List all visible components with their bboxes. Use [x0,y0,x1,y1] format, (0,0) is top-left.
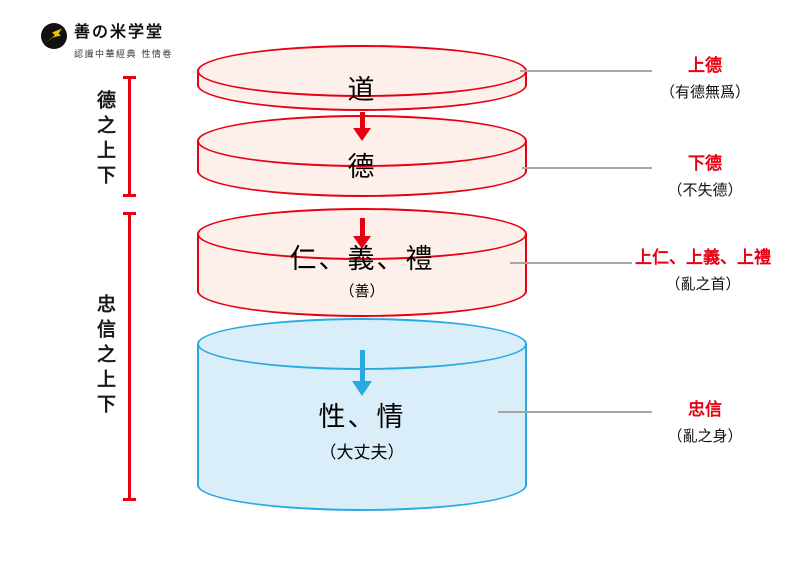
annotation-shangde: 上德 （有德無爲） [645,54,765,103]
arrow-head [352,381,372,396]
cylinder-sublabel: （大丈夫） [319,443,405,463]
arrow-head [353,128,371,141]
annotation-shangren-shangyi-shangli: 上仁、上義、上禮 （亂之首） [618,246,788,295]
annotation-xiade: 下德 （不失德） [645,152,765,201]
cylinder-xing-qing: 性、情 （大丈夫） [197,318,527,511]
bracket-label-de: 德之上下 [94,90,116,190]
logo-title: 善の米学堂 [74,22,165,41]
logo-bird-icon [41,23,67,49]
annotation-term: 上仁、上義、上禮 [635,248,771,268]
logo: 善の米学堂 認識中華經典 性情卷 [40,22,173,60]
bracket-line [128,212,131,501]
annotation-term: 下德 [688,154,722,174]
cylinder-dao: 道 [197,45,527,111]
logo-text: 善の米学堂 認識中華經典 性情卷 [74,22,173,60]
annotation-note: （亂之身） [667,427,743,445]
down-arrow-de-to-renyili [353,218,371,249]
leader-line-2 [522,167,652,169]
annotation-term: 忠信 [688,400,722,420]
annotation-zhongxin: 忠信 （亂之身） [645,398,765,447]
annotation-note: （不失德） [667,181,743,199]
cylinder-label: 德 [347,152,377,183]
cylinder-label: 仁、義、禮 [289,244,435,275]
cylinder-label: 道 [347,75,377,106]
bracket-line [128,76,131,197]
bracket-label-zhongxin: 忠信之上下 [94,294,116,419]
cylinder-sublabel: （善） [339,282,385,300]
cylinder-ren-yi-li: 仁、義、禮 （善） [197,208,527,317]
logo-subtitle: 認識中華經典 性情卷 [74,50,173,60]
arrow-stem [359,112,365,128]
arrow-stem [359,350,365,381]
arrow-head [353,236,371,249]
cylinder-label: 性、情 [318,402,406,433]
leader-line-4 [498,411,652,413]
down-arrow-renyili-to-xingqing [352,350,372,396]
bracket-zhongxin-range [123,212,136,501]
cylinder-top-ellipse [197,45,527,97]
leader-line-1 [520,70,652,72]
annotation-note: （亂之首） [665,275,741,293]
arrow-stem [359,218,365,236]
leader-line-3 [510,262,632,264]
bracket-de-range [123,76,136,197]
down-arrow-dao-to-de [353,112,371,141]
annotation-note: （有德無爲） [659,83,750,101]
cylinder-de: 德 [197,115,527,197]
annotation-term: 上德 [688,56,722,76]
